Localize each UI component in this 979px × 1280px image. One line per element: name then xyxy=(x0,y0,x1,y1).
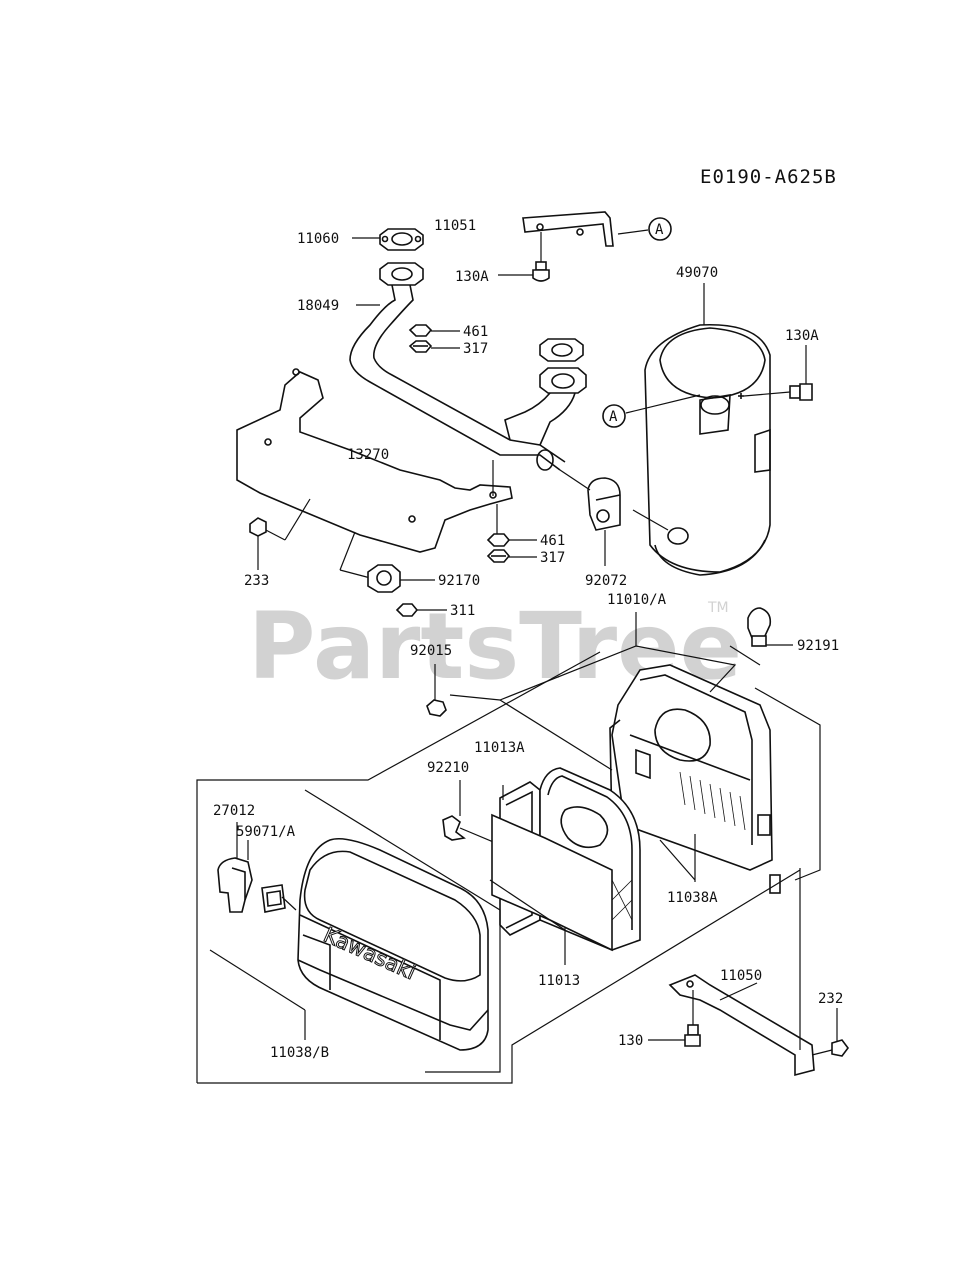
exhaust-pipe-18049[interactable] xyxy=(349,262,587,471)
svg-text:A: A xyxy=(655,222,664,238)
clip-59071a[interactable] xyxy=(261,884,286,913)
label-11013[interactable]: 11013 xyxy=(538,973,580,989)
label-11013a[interactable]: 11013A xyxy=(474,740,525,756)
wing-nut-92210[interactable] xyxy=(442,815,466,841)
label-11051[interactable]: 11051 xyxy=(434,218,476,234)
label-130a-top[interactable]: 130A xyxy=(455,269,489,285)
bolt-233[interactable] xyxy=(249,517,267,537)
air-cleaner-cover-11038b[interactable]: Kawasaki xyxy=(297,837,489,1051)
label-92015[interactable]: 92015 xyxy=(410,643,452,659)
bolt-232[interactable] xyxy=(831,1039,849,1057)
label-92170[interactable]: 92170 xyxy=(438,573,480,589)
latch-27012[interactable] xyxy=(217,857,253,913)
callout-a-muffler: A xyxy=(602,404,626,428)
label-59071a[interactable]: 59071/A xyxy=(236,824,296,840)
clamp-92170[interactable] xyxy=(367,564,401,593)
label-13270[interactable]: 13270 xyxy=(347,447,389,463)
nut-92015[interactable] xyxy=(426,699,447,717)
air-filter-element-11013[interactable] xyxy=(491,767,641,952)
gasket-11060[interactable] xyxy=(379,228,424,251)
label-27012[interactable]: 27012 xyxy=(213,803,255,819)
callout-a-top: A xyxy=(648,217,672,241)
label-232[interactable]: 232 xyxy=(818,991,843,1007)
label-49070[interactable]: 49070 xyxy=(676,265,718,281)
label-130[interactable]: 130 xyxy=(618,1033,643,1049)
cover-group-frame xyxy=(196,651,801,1084)
bulb-92191[interactable] xyxy=(747,607,772,647)
diagram-code: E0190-A625B xyxy=(700,166,837,188)
nut-461-mid[interactable] xyxy=(486,533,511,547)
label-11010a[interactable]: 11010/A xyxy=(607,592,667,608)
washer-317-mid[interactable] xyxy=(486,549,511,563)
label-11060[interactable]: 11060 xyxy=(297,231,339,247)
label-461-top[interactable]: 461 xyxy=(463,324,488,340)
label-11050[interactable]: 11050 xyxy=(720,968,762,984)
bolt-130[interactable] xyxy=(684,1024,701,1047)
washer-317-top[interactable] xyxy=(408,340,433,353)
muffler-bracket-11051[interactable] xyxy=(522,211,614,247)
label-92072[interactable]: 92072 xyxy=(585,573,627,589)
label-233[interactable]: 233 xyxy=(244,573,269,589)
label-461-mid[interactable]: 461 xyxy=(540,533,565,549)
label-11038a[interactable]: 11038A xyxy=(667,890,718,906)
label-92191[interactable]: 92191 xyxy=(797,638,839,654)
label-311[interactable]: 311 xyxy=(450,603,475,619)
label-317-mid[interactable]: 317 xyxy=(540,550,565,566)
air-cleaner-base-11010a[interactable] xyxy=(609,664,781,894)
clamp-92072[interactable] xyxy=(587,477,621,531)
label-11038b[interactable]: 11038/B xyxy=(270,1045,329,1061)
nut-461-top[interactable] xyxy=(408,324,433,337)
svg-text:A: A xyxy=(609,409,618,425)
muffler-49070[interactable] xyxy=(644,323,771,576)
bolt-130a-top[interactable] xyxy=(532,261,550,282)
watermark-trademark: TM xyxy=(707,600,729,616)
label-317-top[interactable]: 317 xyxy=(463,341,488,357)
bolt-130a-right[interactable] xyxy=(789,383,813,401)
label-92210[interactable]: 92210 xyxy=(427,760,469,776)
label-18049[interactable]: 18049 xyxy=(297,298,339,314)
label-130a-right[interactable]: 130A xyxy=(785,328,819,344)
